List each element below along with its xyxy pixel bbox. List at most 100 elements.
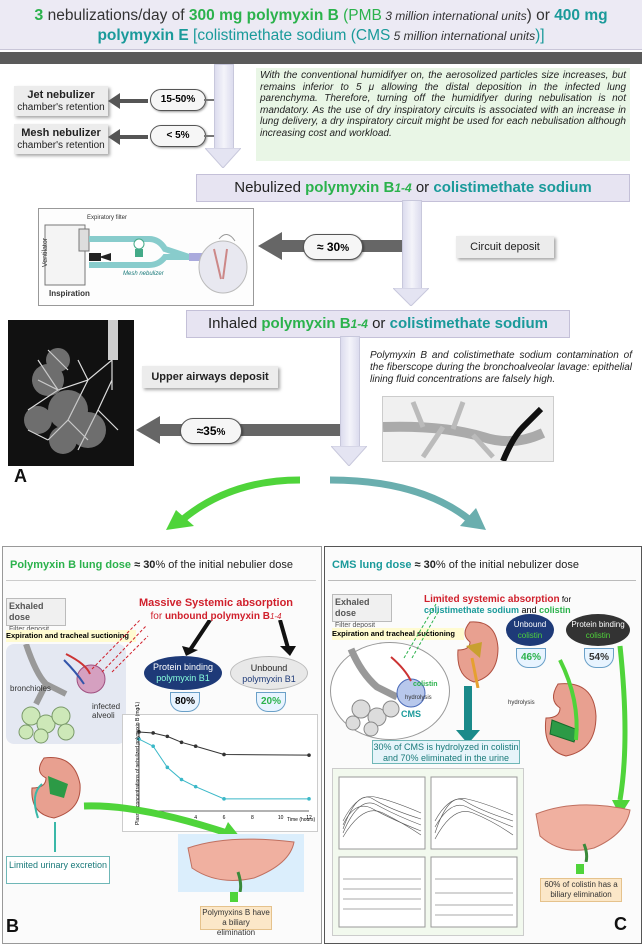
title-t2: ( xyxy=(338,7,349,24)
mesh-arrowhead xyxy=(108,129,120,145)
ventilator-text: Ventilator xyxy=(42,237,50,268)
mesh-arrow-line xyxy=(112,135,148,139)
c-for-and: and xyxy=(519,605,540,615)
nebulized-sup: 1-4 xyxy=(394,181,412,195)
b-kidney-svg xyxy=(31,757,81,819)
b-chart-point xyxy=(137,737,141,741)
humidifier-note: With the conventional humidifyer on, the… xyxy=(256,68,630,161)
b-chart-series-line xyxy=(138,731,310,756)
c-dashed-arrows xyxy=(403,603,439,659)
b-chart-xtick: 12 xyxy=(306,815,312,821)
bal-note: Polymyxin B and colistimethate sodium co… xyxy=(370,350,632,385)
c-hydrolysis2-text: hydrolysis xyxy=(508,700,535,706)
b-chart-point xyxy=(307,753,311,757)
upper-airways-label: Upper airways deposit xyxy=(142,366,278,388)
inhaled-drug-box: Inhaled polymyxin B1-4 or colistimethate… xyxy=(186,310,570,338)
c-unbound: Unbound colistin xyxy=(506,614,554,646)
b-chart-point xyxy=(193,784,198,789)
flow-tube-top xyxy=(214,64,234,156)
b-chart-xtick: 4 xyxy=(194,815,197,821)
title-pmb-units: 3 million international units xyxy=(381,9,527,23)
b-limited-urinary: Limited urinary excretion xyxy=(6,856,110,884)
flow-arrowhead-1 xyxy=(205,148,241,168)
b-biliary-label: Polymyxins B have a biliary elimination xyxy=(200,906,272,937)
split-arrow-right xyxy=(329,476,473,523)
b-exhaled-title: Exhaled dose xyxy=(9,601,44,622)
circuit-deposit-pct: ≈ 30% xyxy=(303,234,363,260)
b-chart-point xyxy=(307,797,311,801)
panel-c-hdr-line xyxy=(328,580,636,581)
b-black-arrows xyxy=(182,620,296,656)
nebulized-prefix: Nebulized xyxy=(234,179,306,196)
title-pmb-abbr: PMB xyxy=(348,7,382,24)
panel-b-header: Polymyxin B lung dose ≈ 30% of the initi… xyxy=(10,558,293,572)
title-cms-units: 5 million international units xyxy=(390,29,536,43)
circuit-drawing xyxy=(44,224,248,294)
b-protein-binding: Protein binding polymyxin B1 xyxy=(144,656,222,690)
jet-retention-pct: 15-50% xyxy=(150,89,206,111)
b-unbound-2: polymyxin B1 xyxy=(242,674,296,684)
nebulized-or: or xyxy=(411,179,434,196)
jet-nebulizer-title: Jet nebulizer xyxy=(27,89,95,101)
jet-nebulizer-label: Jet nebulizer chamber's retention xyxy=(14,86,108,116)
b-protein-pct: 80% xyxy=(170,692,200,712)
c-biliary-arrow xyxy=(576,864,584,874)
c-protein: Protein binding colistin xyxy=(566,614,630,646)
b-chart-point xyxy=(193,744,198,749)
mesh-connector xyxy=(204,135,214,137)
nebulized-pmb: polymyxin B xyxy=(305,179,395,196)
ventilator-circuit-image: Ventilator Expiratory filter Inspiration… xyxy=(38,208,254,306)
b-kidney xyxy=(24,754,86,822)
bronchoscope-image xyxy=(382,396,554,463)
b-chart-point xyxy=(165,734,170,739)
c-kidney-mid xyxy=(538,680,600,760)
panel-a-letter: A xyxy=(14,466,27,486)
flow-arrowhead-3 xyxy=(331,446,367,466)
panel-c-hdr-b: ≈ xyxy=(411,559,424,571)
nebulized-cms: colistimethate sodium xyxy=(433,179,592,196)
b-chart-point xyxy=(222,797,226,801)
lung-cast-drawing xyxy=(24,320,119,454)
panel-c-hdr-d: % of the initial nebulizer dose xyxy=(435,559,579,571)
c-green-arrows xyxy=(558,645,630,816)
c-hydrolysis-text: hydrolysis xyxy=(405,695,432,701)
title-t5: ( xyxy=(346,27,356,44)
jet-arrowhead xyxy=(108,93,120,109)
expiratory-filter-text: Expiratory filter xyxy=(87,215,128,221)
c-unbound-2: colistin xyxy=(517,631,543,640)
upper-arrowhead xyxy=(136,416,160,444)
b-liver xyxy=(178,834,304,893)
c-exhaled-title: Exhaled dose xyxy=(335,597,370,618)
title-cms-abbr: CMS xyxy=(355,27,391,44)
panel-b-hdr-c: 30 xyxy=(143,559,156,571)
c-limited: Limited systemic absorption xyxy=(424,594,560,605)
c-colistin-text: colistin xyxy=(413,681,438,688)
c-liver xyxy=(530,800,634,863)
c-cms-text: CMS xyxy=(401,709,421,719)
flow-tube-lower xyxy=(340,336,360,448)
b-expiration-label: Expiration and tracheal suctioning xyxy=(6,630,136,642)
c-for-cms: colistimethate sodium xyxy=(424,605,520,615)
c-hydrolyzed-note: 30% of CMS is hydrolyzed in colistin and… xyxy=(372,740,520,764)
b-lung-svg xyxy=(18,643,106,744)
jet-connector xyxy=(204,99,214,101)
b-protein-2: polymyxin B1 xyxy=(156,673,210,683)
panel-c-hdr-c: 30 xyxy=(423,559,436,571)
lung-cast-image xyxy=(8,320,134,466)
c-for: for xyxy=(559,595,572,604)
b-massive-absorption: Massive Systemic absorption for unbound … xyxy=(116,596,316,623)
title-pmb-dose: 300 mg polymyxin B xyxy=(188,7,339,24)
split-arrowhead-right xyxy=(460,508,486,530)
c-biliary-label: 60% of colistin has a biliary eliminatio… xyxy=(540,878,622,902)
c-lung-svg xyxy=(345,647,426,737)
b-chart-point xyxy=(179,777,184,782)
c-unbound-pct: 46% xyxy=(516,648,546,668)
c-kidney-top-svg xyxy=(457,621,499,689)
title-t4: [ xyxy=(188,27,198,44)
c-protein-pct: 54% xyxy=(584,648,614,668)
upper-pct-num: ≈35 xyxy=(196,424,217,438)
b-bronchioles-text: bronchioles xyxy=(10,684,51,693)
c-liver-svg xyxy=(535,804,631,863)
c-protein-2: colistin xyxy=(585,631,611,640)
b-chart-point xyxy=(179,740,184,745)
